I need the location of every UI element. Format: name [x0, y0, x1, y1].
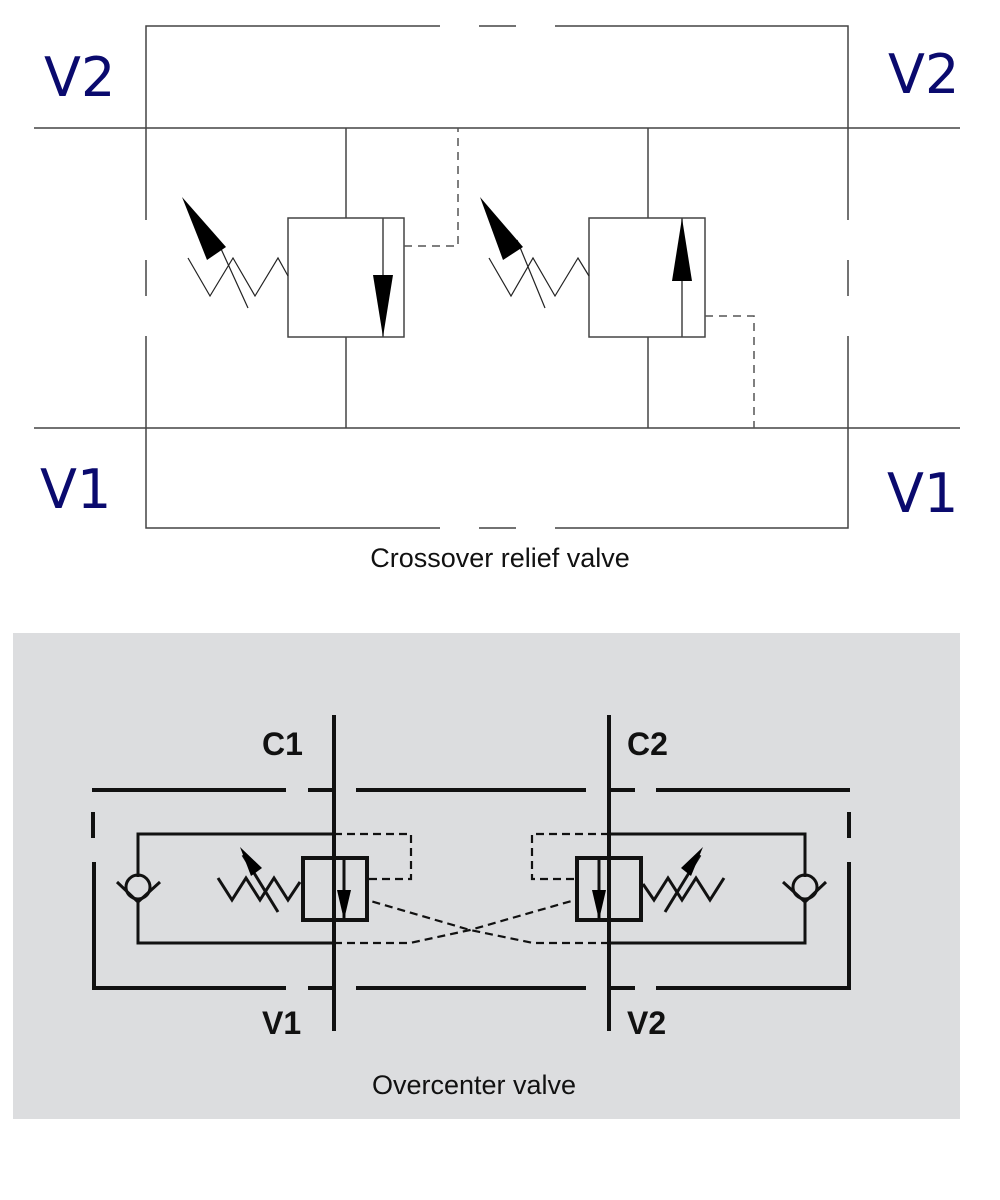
relief-valve-left: [182, 128, 459, 428]
housing-outline: [91, 788, 851, 990]
crossover-relief-valve-diagram: V2 V2 V1 V1 Crossover relief valve: [34, 25, 960, 573]
adjust-arrow-icon: [240, 847, 262, 876]
spring-icon: [488, 256, 590, 298]
overcenter-circuit-right: [366, 832, 828, 945]
port-label: V2: [888, 43, 959, 106]
flow-arrow-down-icon: [592, 890, 606, 920]
pilot-line: [366, 898, 609, 945]
pilot-line: [705, 315, 755, 428]
adjust-arrow-icon: [182, 197, 226, 260]
overcenter-circuit-left: [115, 832, 576, 945]
spring-icon: [216, 875, 302, 903]
flow-arrow-up-icon: [672, 218, 692, 281]
diagram-caption: Overcenter valve: [372, 1070, 576, 1100]
port-label: V2: [627, 1005, 666, 1041]
flow-arrow-down-icon: [337, 890, 351, 920]
port-label: C1: [262, 726, 303, 762]
adjust-arrow-icon: [480, 197, 523, 260]
spring-icon: [641, 875, 726, 903]
housing-outline: [145, 25, 849, 529]
port-label: V2: [44, 46, 115, 109]
diagram-caption: Crossover relief valve: [370, 543, 630, 573]
pilot-line: [404, 128, 459, 247]
port-label: V1: [262, 1005, 301, 1041]
port-label: V1: [887, 462, 958, 525]
pilot-line: [530, 832, 609, 881]
spring-icon: [187, 256, 289, 298]
counterbalance-valve-body: [575, 856, 643, 922]
port-label: V1: [40, 458, 111, 521]
counterbalance-valve-body: [301, 856, 369, 922]
relief-valve-right: [480, 128, 755, 428]
port-label: C2: [627, 726, 668, 762]
pilot-line: [334, 898, 576, 945]
flow-arrow-down-icon: [373, 275, 393, 337]
check-valve-icon: [115, 873, 162, 905]
adjust-arrow-icon: [681, 847, 703, 876]
pilot-line: [334, 832, 413, 881]
check-valve-icon: [781, 873, 828, 905]
